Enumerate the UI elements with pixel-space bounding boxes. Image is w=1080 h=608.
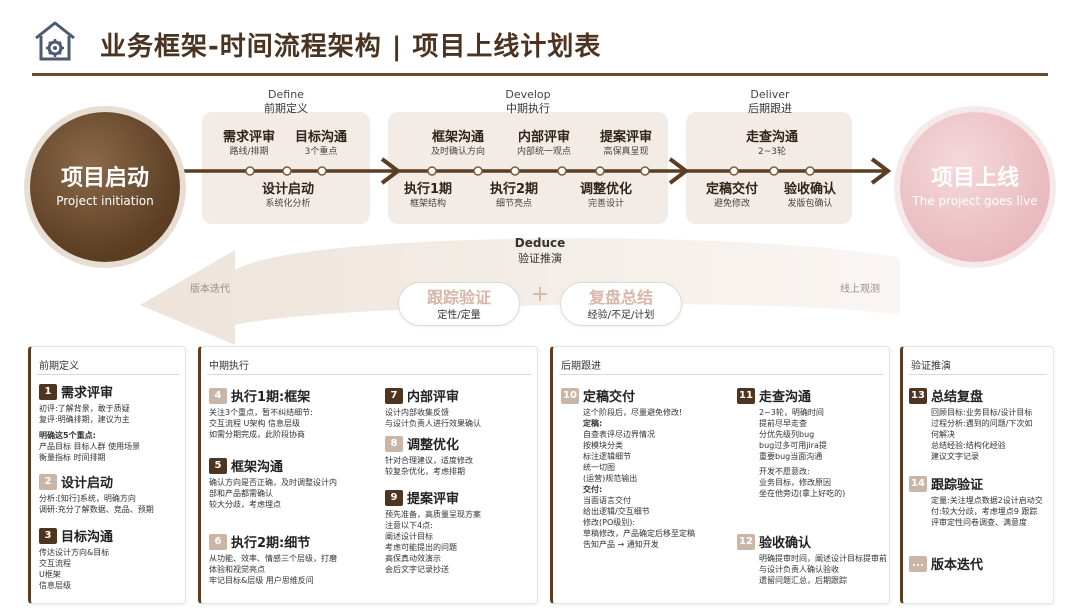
retrospective-summary-pill: 复盘总结 经验/不足/计划 [560,282,682,326]
item-title: 设计启动 [61,476,114,491]
card-header: 前期定义 [39,361,79,372]
card-header: 中期执行 [209,361,249,372]
node-design-kickoff: 设计启动系统化分析 [261,182,314,209]
item-number: 14 [909,475,927,492]
title-divider [32,73,1048,76]
item-number: 6 [209,533,227,550]
item-number: 12 [737,533,755,550]
plus-sign: + [530,282,550,307]
node-final-delivery: 定稿交付避免修改 [705,182,758,209]
node-adjust-optimize: 调整优化完善设计 [579,182,632,209]
card-header: 验证推演 [911,361,951,372]
node-requirement-review: 需求评审路线/排期 [222,130,275,157]
item-number: 9 [385,489,403,506]
item-title: 调整优化 [407,438,460,453]
node-execution-phase-2: 执行2期细节亮点 [489,182,539,209]
item-number: 2 [39,473,57,490]
item-title: 版本迭代 [931,558,984,573]
card-item: ... 版本迭代 [909,553,983,573]
card-header: 后期跟进 [561,361,601,372]
node-framework-communication: 框架沟通及时确认方向 [430,130,485,157]
item-number: 7 [385,387,403,404]
deduce-label: Deduce 验证推演 [514,236,566,265]
item-title: 跟踪验证 [931,478,984,493]
item-title: 需求评审 [61,386,114,401]
item-title: 执行1期:框架 [231,390,311,405]
online-observation-label: 线上观测 [840,284,880,295]
item-number: 1 [39,383,57,400]
page-title: 业务框架-时间流程架构 | 项目上线计划表 [100,32,602,62]
item-number: 8 [385,435,403,452]
item-title: 内部评审 [407,390,460,405]
house-gear-icon [32,18,78,64]
item-number: ... [909,555,927,572]
item-number: 13 [909,387,927,404]
item-title: 执行2期:细节 [231,536,311,551]
node-execution-phase-1: 执行1期框架结构 [403,182,453,209]
item-number: 5 [209,457,227,474]
item-title: 定稿交付 [583,390,636,405]
item-number: 3 [39,527,57,544]
item-title: 总结复盘 [931,390,984,405]
project-live-circle: 项目上线 The project goes live [900,112,1050,262]
item-title: 验收确认 [759,536,812,551]
timeline [170,157,892,185]
deliver-panel [686,112,852,224]
item-title: 框架沟通 [231,460,284,475]
node-internal-review: 内部评审内部统一观点 [516,130,571,157]
item-number: 11 [737,387,755,404]
item-title: 提案评审 [407,492,460,507]
project-start-circle: 项目启动 Project initiation [30,112,180,262]
item-number: 10 [561,387,579,404]
item-title: 目标沟通 [61,530,114,545]
tracking-verification-pill: 跟踪验证 定性/定量 [398,282,520,326]
node-proposal-review: 提案评审高保真呈现 [599,130,652,157]
version-iteration-label: 版本迭代 [190,284,230,295]
feedback-arrow [140,238,900,345]
item-number: 4 [209,387,227,404]
item-title: 走查沟通 [759,390,812,405]
node-acceptance: 验收确认发版包确认 [783,182,836,209]
